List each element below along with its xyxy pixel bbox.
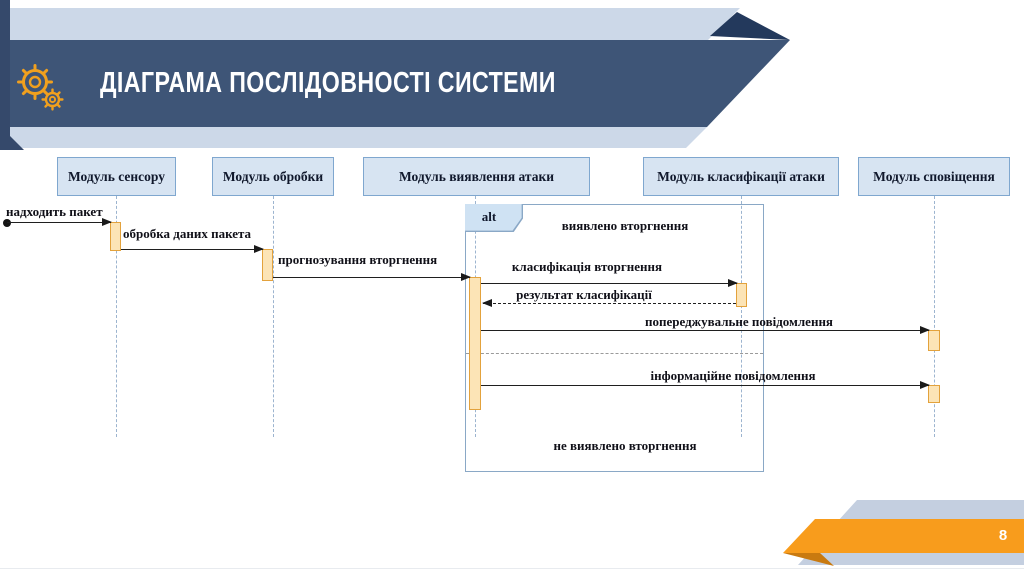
message-label-intrusion-classification: класифікація вторгнення [511,259,663,274]
activation-bar-processing [262,249,273,281]
module-box-sensor: Модуль сенсору [57,157,176,196]
gears-icon [17,64,64,111]
lifeline-notification [934,196,935,437]
message-arrow-warning-message [481,325,930,334]
activation-bar-notification-1 [928,330,940,351]
message-label-packet-processing: обробка даних пакета [123,226,252,241]
message-arrow-packet-processing [121,244,264,253]
module-box-classification: Модуль класифікації атаки [643,157,839,196]
guard-intrusion-detected: виявлено вторгнення [561,218,689,233]
message-label-info-message: інформаційне повідомлення [650,368,816,383]
alt-operator-label: alt [481,209,497,224]
message-arrow-intrusion-prediction [273,272,471,281]
message-label-classification-result: результат класифікації [516,287,652,302]
page-number: 8 [998,527,1008,544]
module-box-detection: Модуль виявлення атаки [363,157,590,196]
message-arrow-intrusion-classification [481,278,738,287]
message-label-warning-message: попереджувальне повідомлення [645,314,833,329]
message-label-intrusion-prediction: прогнозування вторгнення [278,252,438,267]
alt-separator-line [466,353,763,354]
activation-bar-sensor [110,222,121,251]
guard-no-intrusion: не виявлено вторгнення [553,438,697,453]
activation-bar-classification [736,283,747,307]
message-label-incoming-packet: надходить пакет [6,204,103,219]
slide-bottom-hairline [0,568,1024,569]
message-arrow-incoming-packet [7,217,112,226]
lifeline-sensor [116,196,117,437]
page-title: ДІАГРАМА ПОСЛІДОВНОСТІ СИСТЕМИ [100,67,556,99]
alt-operator-pentagon [465,204,523,232]
alt-frame [465,204,764,472]
module-box-processing: Модуль обробки [212,157,334,196]
lifeline-classification [741,196,742,437]
activation-bar-notification-2 [928,385,940,403]
message-arrow-classification-result [482,298,736,307]
message-arrow-info-message [481,380,930,389]
module-box-notification: Модуль сповіщення [858,157,1010,196]
activation-bar-detection [469,277,481,410]
message-start-dot [3,219,11,227]
lifeline-processing [273,196,274,437]
